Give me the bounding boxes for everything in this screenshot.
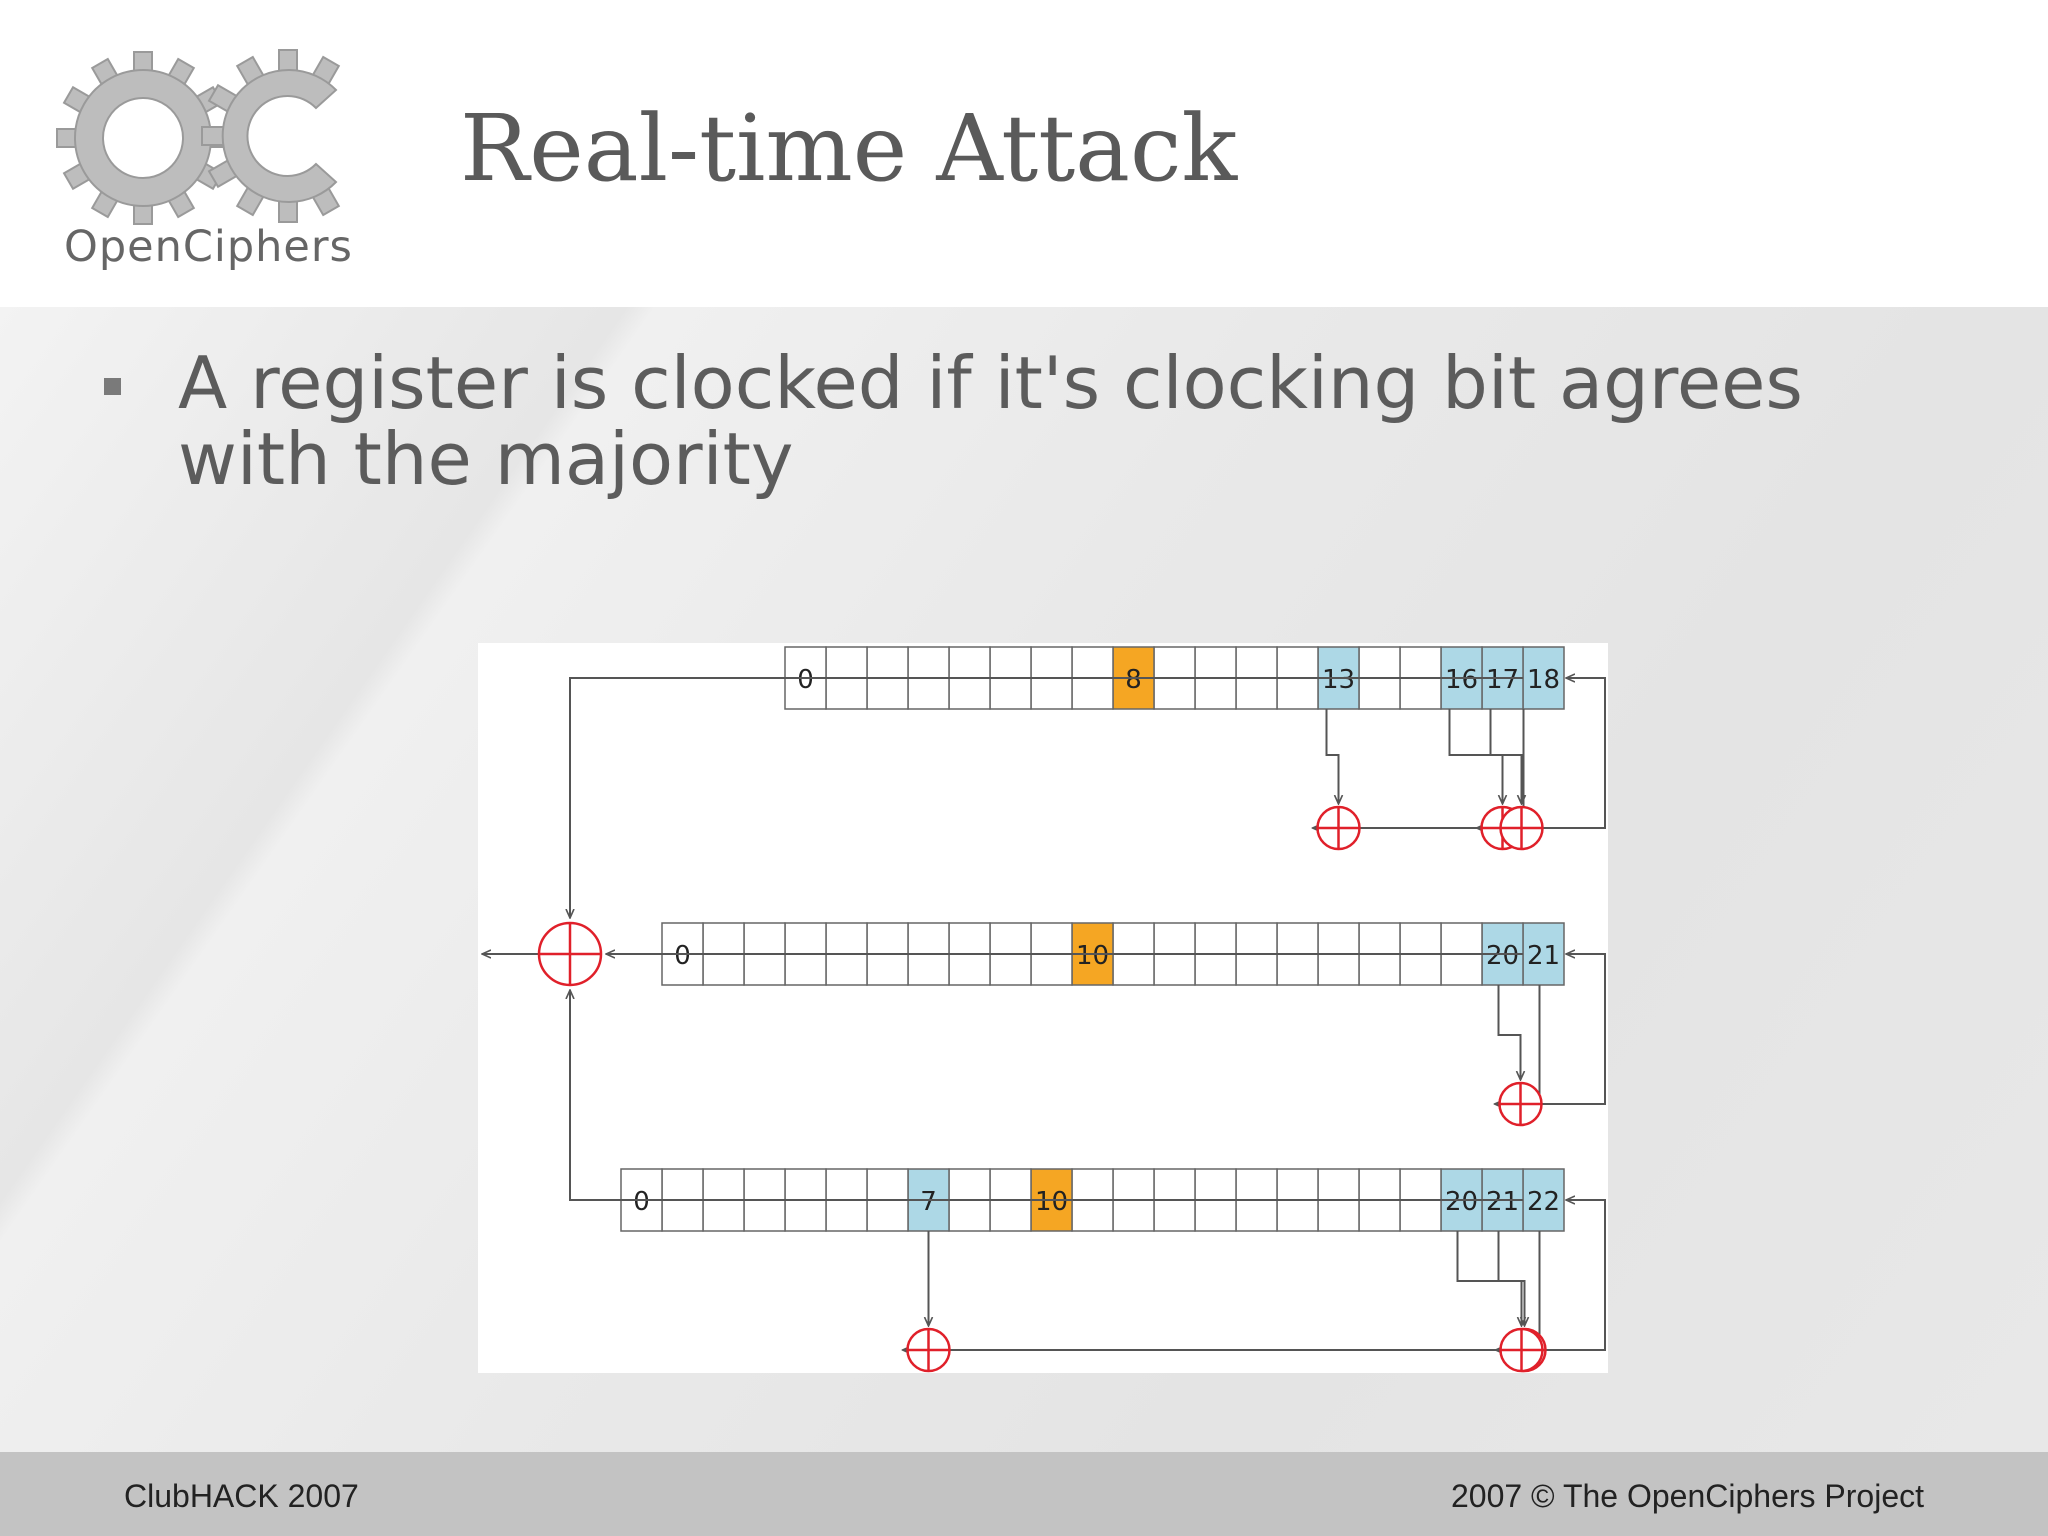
footer-left-text: ClubHACK 2007 [124,1478,359,1514]
reg2-feedback [1566,954,1606,1105]
reg1-tap13-line [1325,709,1339,804]
reg3-label-0: 0 [633,1187,650,1217]
reg1-cell-18 [1522,646,1565,710]
reg1-label-13: 13 [1322,665,1355,695]
slide-title: Real-time Attack [460,95,1238,202]
reg3-label-20: 20 [1445,1187,1478,1217]
reg3-label-21: 21 [1486,1187,1519,1217]
footer-right-text: 2007 © The OpenCiphers Project [1450,1478,1924,1514]
reg1-tap16-line [1448,709,1522,804]
reg3-label-22: 22 [1527,1187,1560,1217]
gears-oc-logo-icon [56,49,341,225]
reg3-cell-22 [1522,1168,1565,1232]
reg1-label-0: 0 [797,665,814,695]
bullet-text: A register is clocked if it's clocking b… [178,341,1803,501]
reg2-cell-21 [1522,922,1565,986]
reg1-label-8: 8 [1125,665,1142,695]
diagram-background [478,643,1608,1373]
reg3-label-7: 7 [920,1187,937,1217]
reg2-label-21: 21 [1527,941,1560,971]
logo-text: OpenCiphers [64,222,353,272]
reg2-tap20-line [1497,985,1521,1080]
reg3-feedback [1566,1200,1606,1351]
reg2-label-20: 20 [1486,941,1519,971]
a51-lfsr-diagram: 18 17 16 13 8 0 21 20 10 0 22 21 20 10 7 0 [478,643,1608,1373]
bullet-marker [104,378,121,395]
reg2-label-0: 0 [674,941,691,971]
slide-footer [0,1452,2048,1536]
reg3-output-line [570,990,1523,1201]
reg1-label-17: 17 [1486,665,1519,695]
reg1-output-line [570,677,1523,918]
reg3-label-10: 10 [1035,1187,1068,1217]
reg1-label-16: 16 [1445,665,1478,695]
reg1-label-18: 18 [1527,665,1560,695]
slide-header [0,0,2048,307]
reg2-label-10: 10 [1076,941,1109,971]
reg1-feedback [1566,678,1606,829]
reg3-tap20-line [1456,1231,1522,1326]
